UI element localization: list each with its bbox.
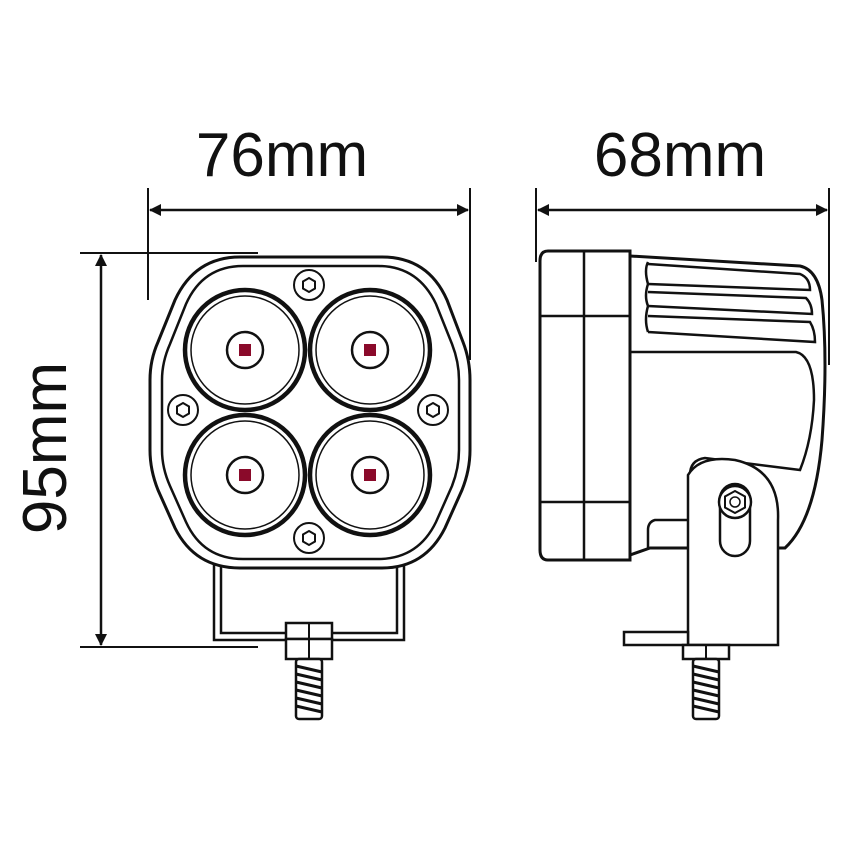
led-bottom-left	[182, 412, 308, 538]
side-mounting-bracket	[622, 457, 780, 647]
side-housing-body	[628, 254, 827, 558]
screw-right	[417, 394, 449, 426]
led-bottom-right	[307, 412, 433, 538]
led-chip	[239, 344, 251, 356]
screw-top	[293, 269, 325, 301]
side-bezel	[538, 249, 632, 562]
screw-left	[167, 394, 199, 426]
width-dimension: 76mm	[147, 121, 471, 360]
side-mounting-bolt	[681, 643, 731, 721]
depth-label: 68mm	[594, 121, 766, 190]
width-label: 76mm	[196, 121, 368, 190]
led-chip	[364, 469, 376, 481]
screw-bottom	[293, 522, 325, 554]
front-view	[148, 255, 472, 721]
height-dimension: 95mm	[11, 252, 258, 648]
front-housing-outer	[148, 255, 472, 570]
height-label: 95mm	[11, 362, 80, 534]
depth-dimension: 68mm	[535, 121, 830, 365]
led-chip	[239, 469, 251, 481]
front-housing-inner	[160, 264, 461, 561]
led-chip	[364, 344, 376, 356]
led-top-right	[307, 287, 433, 413]
front-mounting-bolt	[284, 621, 334, 721]
side-body-lower-contour	[630, 350, 816, 548]
cooling-fins	[644, 261, 817, 344]
side-view	[538, 249, 827, 721]
led-top-left	[182, 287, 308, 413]
